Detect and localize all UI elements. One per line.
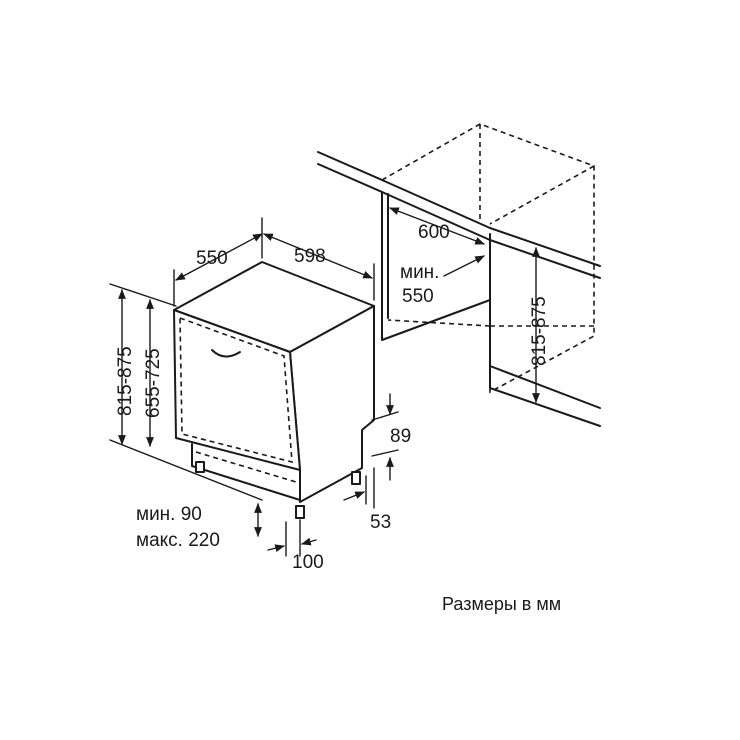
kitchen-niche (317, 123, 601, 427)
label-depth: 550 (196, 248, 228, 269)
foot-depth-arrow-right (301, 537, 317, 546)
dishwasher-side-face (289, 305, 375, 503)
foot-front-right (295, 505, 305, 519)
door-panel-outline (179, 316, 293, 464)
label-foot-depth: 100 (292, 552, 324, 573)
door-handle-icon (211, 349, 241, 358)
label-niche-width: 600 (418, 222, 450, 243)
caption-units: Размеры в мм (442, 594, 561, 614)
floor-lines-left (109, 283, 263, 501)
label-niche-depth-line2: 550 (402, 286, 434, 307)
left-top-line (109, 283, 177, 307)
label-width: 598 (294, 246, 326, 267)
depth-arrow (175, 233, 263, 281)
floor-line-right (489, 365, 601, 427)
label-niche-height: 815-875 (529, 296, 550, 366)
foot-depth-arrow (267, 544, 285, 552)
foot-front-left (195, 461, 205, 473)
countertop-bottom-edge (317, 163, 601, 279)
left-floor-line (109, 439, 263, 501)
label-appliance-height: 815-875 (115, 346, 136, 416)
niche-depth-arrow (443, 255, 485, 277)
dishwasher-base (191, 443, 301, 501)
dimension-labels: 550 598 600 мин. 550 815-875 815-875 655… (115, 222, 561, 614)
plinth-ext-bottom (371, 449, 399, 457)
width-arrow (263, 233, 373, 279)
countertop-top-edge (317, 151, 601, 267)
label-plinth-height: 89 (390, 426, 411, 447)
niche-width-arrow (389, 207, 485, 245)
label-door-height: 655-725 (143, 348, 164, 418)
dishwasher-dimension-arrows (118, 217, 399, 557)
label-niche-depth-line1: мин. (400, 262, 439, 283)
plinth-ext-top (371, 411, 399, 421)
foot-offset-arrow (343, 491, 365, 501)
niche-dashed-box (381, 123, 595, 394)
label-plinth-gap-line2: макс. 220 (136, 530, 220, 551)
niche-dimension-arrows (389, 207, 540, 403)
cabinet-left-wall (381, 191, 491, 341)
label-foot-offset: 53 (370, 512, 391, 533)
label-plinth-gap-line1: мин. 90 (136, 504, 202, 525)
dishwasher-body (173, 261, 375, 519)
foot-rear-right (351, 471, 361, 485)
